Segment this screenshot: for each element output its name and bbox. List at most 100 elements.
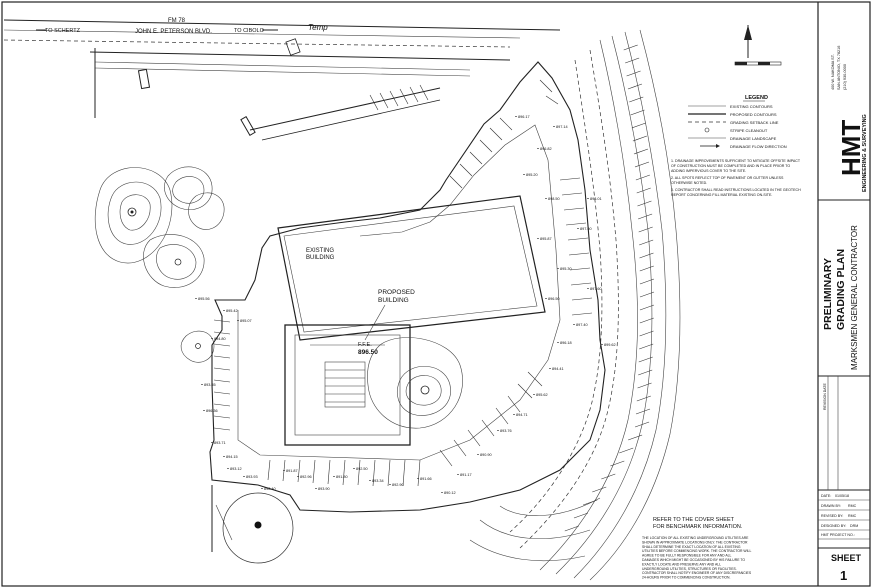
note-line-4: 2. ALL SPOTS REFLECT TOP OF PAVEMENT OR … (671, 176, 784, 180)
slope-hatch-line (638, 226, 653, 233)
spot-elevation: 895.56 (198, 297, 210, 301)
spot-elevation: 897.40 (576, 323, 588, 327)
slope-hatch-line (636, 395, 651, 402)
spot-elevation: 891.66 (420, 477, 432, 481)
slope-hatch-line (638, 369, 653, 376)
spot-elevation: 894.15 (226, 455, 238, 459)
title-block (817, 2, 870, 586)
spot-elevation: 896.17 (518, 115, 530, 119)
slope-hatch-line (639, 343, 654, 350)
spot-elevation: 896.18 (560, 341, 572, 345)
spot-elevation: 893.90 (318, 487, 330, 491)
utility-note-line: SHALL DETERMINE THE EXACT LOCATION OF AL… (642, 545, 741, 549)
slope-hatch-line (639, 330, 654, 337)
slope-hatch-line (635, 408, 651, 415)
legend-row-4: STRIPE CLEANOUT (730, 128, 768, 133)
temp-structure (285, 38, 301, 56)
spot-elevation: 897.60 (580, 227, 592, 231)
north-parking (137, 38, 441, 141)
spot-elevation: 895.30 (560, 267, 572, 271)
field-date-label: DATE: (821, 494, 831, 498)
detention-island (367, 337, 463, 429)
field-project-label: HMT PROJECT NO.: (821, 533, 855, 537)
existing-building-label-1: EXISTING (306, 248, 334, 254)
slope-hatch-line (564, 525, 579, 532)
note-line-2: OF CONSTRUCTION MUST BE COMPLETED AND IN… (671, 164, 790, 168)
temp-label: Temp (308, 23, 328, 32)
company-subtitle: ENGINEERING & SURVEYING (862, 114, 868, 192)
slope-hatch-line (635, 174, 650, 181)
spot-elevation: 894.80 (214, 337, 226, 341)
note-line-7: REPORT CONCERNING FILL MATERIAL EXISTING… (671, 193, 772, 197)
existing-trees (94, 166, 225, 363)
field-drawn-value: RMC (848, 504, 857, 508)
slope-hatch-line (623, 44, 638, 51)
spot-elevations: 895.56895.42894.80895.07893.55896.36893.… (195, 115, 616, 495)
field-revised-label: REVISED BY: (821, 514, 843, 518)
spot-elevation: 895.62 (536, 393, 548, 397)
spot-elevation: 890.90 (480, 453, 492, 457)
slope-hatch-line (573, 512, 589, 519)
spot-elevation: 892.50 (356, 467, 368, 471)
note-line-3: ADDING IMPERVIOUS COVER TO THE SITE. (671, 169, 746, 173)
slope-hatch-line (601, 473, 616, 480)
spot-elevation: 891.17 (460, 473, 472, 477)
slope-hatch-line (629, 96, 644, 103)
legend-row-6: DRAINAGE FLOW DIRECTION (730, 144, 787, 149)
slope-hatch-line (619, 447, 634, 454)
legend-row-5: DRAINAGE LANDSCAPE (730, 136, 777, 141)
benchmark-note-1: REFER TO THE COVER SHEET (653, 517, 735, 523)
field-designed-value: DRM (850, 524, 858, 528)
drawing-title-line-2: GRADING PLAN (835, 249, 847, 330)
spot-elevation: 895.42 (226, 309, 238, 313)
sheet-label: SHEET (831, 553, 862, 563)
proposed-building-label-1: PROPOSED (378, 289, 415, 296)
spot-elevation: 897.14 (556, 125, 568, 129)
company-logo: HMT (836, 120, 866, 176)
slope-hatch-line (638, 356, 653, 363)
slope-hatch-line (583, 499, 598, 506)
spot-elevation: 896.82 (540, 147, 552, 151)
utility-note-line: THE LOCATION OF ALL EXISTING UNDERGROUND… (642, 536, 749, 540)
spot-elevation: 895.07 (240, 319, 252, 323)
spot-elevation: 895.20 (526, 173, 538, 177)
note-line-1: 1. DRAINAGE IMPROVEMENTS SUFFICIENT TO M… (671, 159, 801, 163)
spot-elevation: 893.76 (500, 429, 512, 433)
slope-hatch-line (631, 122, 646, 129)
ffe-label: F.F.E. (358, 342, 372, 348)
slope-hatch-line (639, 265, 654, 272)
spot-elevation: 898.01 (590, 197, 602, 201)
slope-hatch-line (626, 70, 641, 77)
existing-building (277, 195, 546, 341)
slope-hatch-line (637, 200, 652, 207)
legend-row-1: EXISTING CONTOURS (730, 104, 773, 109)
sign-structure-1 (137, 68, 151, 90)
proposed-building (284, 324, 411, 446)
spot-elevation: 894.41 (552, 367, 564, 371)
utility-note-line: DAMAGES WHICH MIGHT BE OCCASIONED BY HIS… (642, 558, 745, 562)
site-pavement (209, 61, 606, 513)
spot-elevation: 896.50 (548, 297, 560, 301)
legend: LEGEND EXISTING CONTOURS PROPOSED CONTOU… (688, 95, 787, 149)
spot-elevation: 892.90 (392, 483, 404, 487)
slope-hatch-line (628, 434, 643, 441)
proposed-building-leader (364, 304, 386, 341)
title-block-address-2: SAN ANTONIO, TX 78216 (837, 46, 841, 90)
sheet-number: 1 (840, 568, 847, 583)
slope-hatch-line (635, 421, 650, 428)
road-label-fm: FM 78 (168, 18, 186, 24)
north-arrow (734, 25, 782, 66)
slope-hatch-line (639, 239, 654, 246)
utility-note-line: UTILITIES BEFORE COMMENCING WORK. THE CO… (642, 549, 751, 553)
utility-note-line: UNDERGROUND UTILITIES, STRUCTURES OR FAC… (642, 567, 737, 571)
client-name: MARKSMEN GENERAL CONTRACTOR (850, 225, 859, 370)
slope-hatch-line (634, 161, 650, 168)
spot-elevation: 897.60 (590, 287, 602, 291)
drawing-title-line-1: PRELIMINARY (822, 258, 834, 330)
field-drawn-label: DRAWN BY: (821, 504, 841, 508)
spot-elevation: 898.50 (548, 197, 560, 201)
utility-note-line: EXACTLY LOCATE AND PRESERVE ANY AND ALL (642, 562, 721, 566)
ffe-value: 896.50 (358, 349, 378, 356)
